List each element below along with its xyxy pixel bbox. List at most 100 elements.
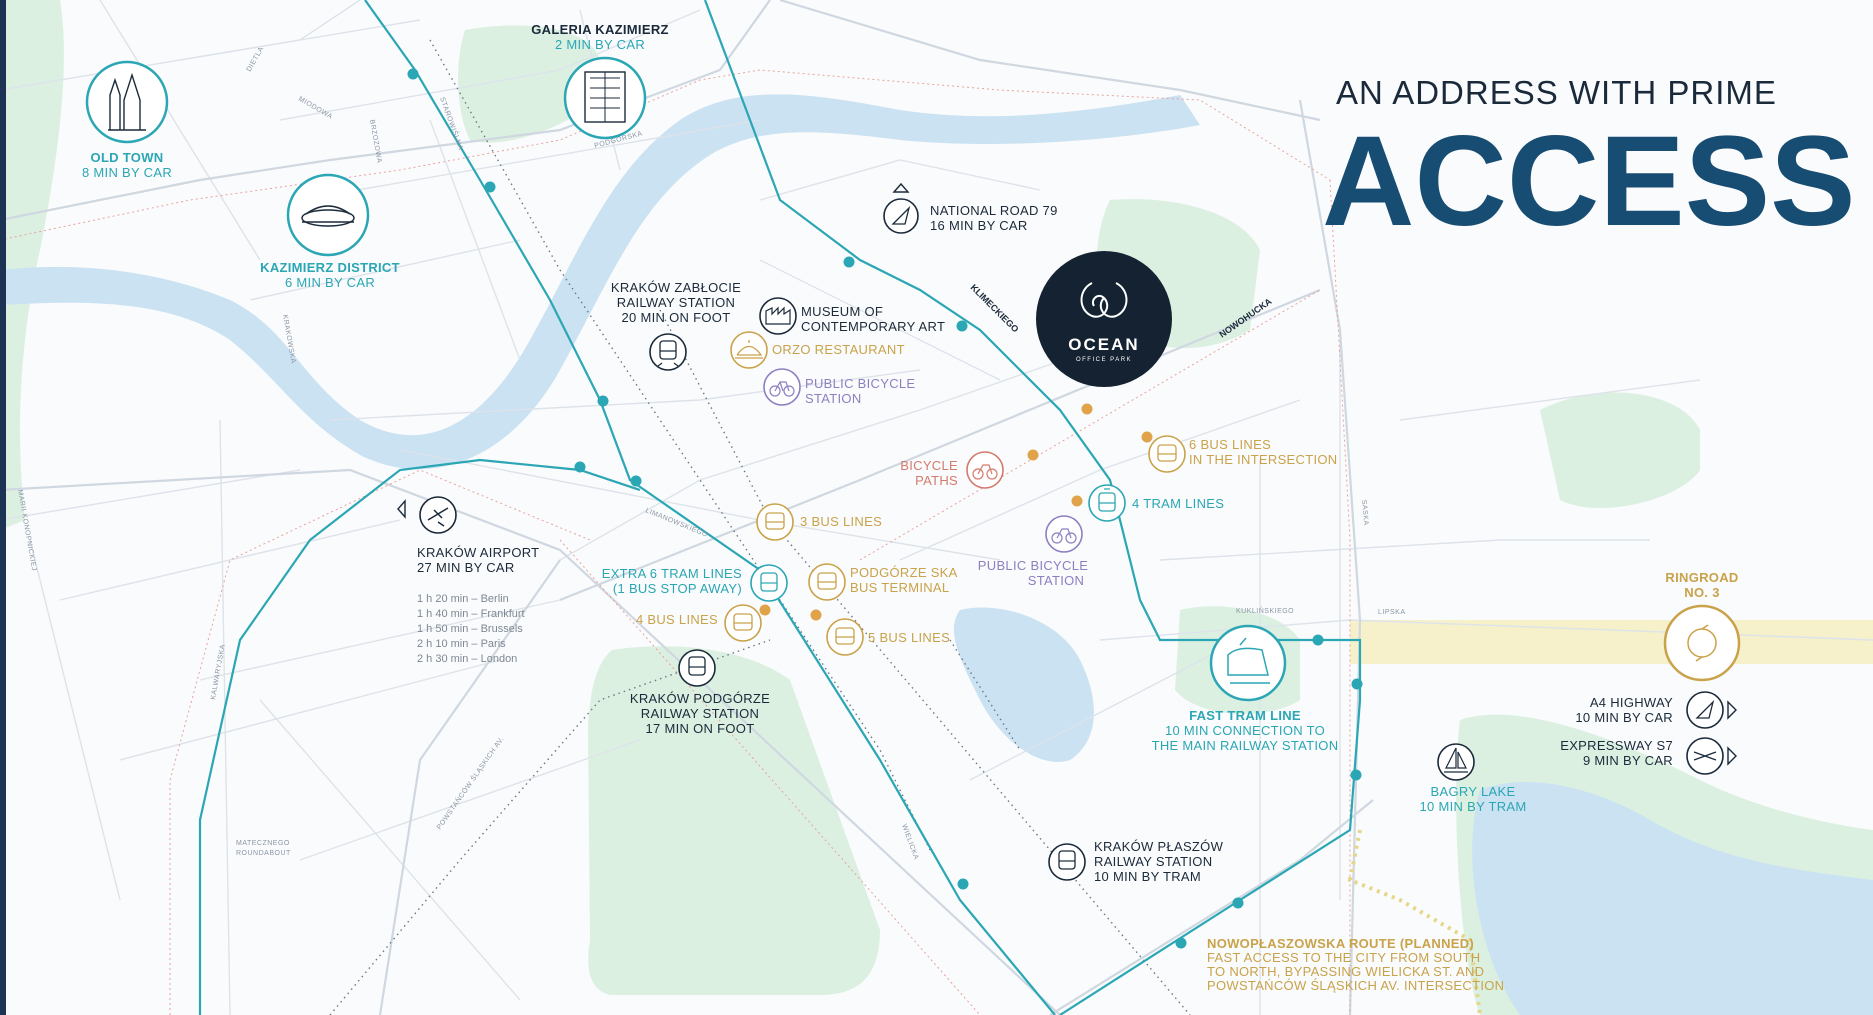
svg-text:NO. 3: NO. 3 (1684, 585, 1719, 600)
kazimierz-district-icon (286, 173, 370, 257)
flight-item: 1 h 40 min – Frankfurt (417, 608, 525, 620)
svg-text:LIPSKA: LIPSKA (1378, 609, 1406, 616)
svg-text:6 BUS LINES: 6 BUS LINES (1189, 437, 1271, 452)
zablocie-label: KRAKÓW ZABŁOCIE RAILWAY STATION 20 MIN O… (611, 280, 741, 325)
public-bicycle-icon-2 (1045, 515, 1083, 553)
svg-text:STATION: STATION (805, 391, 862, 406)
bus-terminal-icon (808, 563, 846, 601)
svg-text:FAST ACCESS TO THE CITY FROM S: FAST ACCESS TO THE CITY FROM SOUTH (1207, 950, 1480, 965)
svg-text:ROUNDABOUT: ROUNDABOUT (236, 850, 291, 857)
orzo-label: ORZO RESTAURANT (772, 342, 905, 357)
svg-text:KRAKÓW ZABŁOCIE: KRAKÓW ZABŁOCIE (611, 280, 741, 295)
podgorze-bus-label: PODGÓRZE SKA BUS TERMINAL (850, 565, 957, 595)
svg-text:A4 HIGHWAY: A4 HIGHWAY (1590, 695, 1673, 710)
svg-text:TO NORTH, BYPASSING WIELICKA S: TO NORTH, BYPASSING WIELICKA ST. AND (1207, 964, 1484, 979)
s7-label: EXPRESSWAY S7 9 MIN BY CAR (1560, 738, 1673, 768)
flight-item: 1 h 50 min – Brussels (417, 623, 523, 635)
galeria-label: GALERIA KAZIMIERZ 2 MIN BY CAR (531, 22, 669, 52)
river (0, 94, 1200, 470)
svg-text:20 MIN ON FOOT: 20 MIN ON FOOT (622, 310, 731, 325)
nowoplaszowska-label: NOWOPŁASZOWSKA ROUTE (PLANNED) FAST ACCE… (1207, 936, 1504, 993)
national-road-label: NATIONAL ROAD 79 16 MIN BY CAR (930, 203, 1058, 233)
svg-text:17 MIN ON FOOT: 17 MIN ON FOOT (646, 721, 755, 736)
svg-text:EXPRESSWAY S7: EXPRESSWAY S7 (1560, 738, 1673, 753)
tram-icon-extra-6 (750, 564, 788, 602)
public-bicycle-icon-1 (763, 368, 801, 406)
svg-text:MUSEUM OF: MUSEUM OF (801, 304, 883, 319)
svg-text:BICYCLE: BICYCLE (900, 458, 958, 473)
svg-text:THE MAIN RAILWAY STATION: THE MAIN RAILWAY STATION (1152, 738, 1339, 753)
bicycle-paths-label: BICYCLE PATHS (900, 458, 958, 488)
bagry-lake (1472, 781, 1873, 1015)
svg-text:KRAKÓW PŁASZÓW: KRAKÓW PŁASZÓW (1094, 839, 1224, 854)
ocean-office-park-logo: OCEAN OFFICE PARK (1036, 251, 1172, 387)
logo-sub: OFFICE PARK (1076, 357, 1132, 363)
national-road-icon (883, 182, 919, 234)
nowoplaszowska-planned-route (1347, 829, 1482, 1015)
district-boundaries (0, 69, 1351, 1015)
svg-text:(1 BUS STOP AWAY): (1 BUS STOP AWAY) (613, 581, 742, 596)
bus-stop-dots (759, 403, 1153, 621)
ringroad-band (1350, 620, 1873, 664)
restaurant-icon (730, 331, 768, 369)
flight-item: 2 h 30 min – London (417, 653, 517, 665)
svg-text:8 MIN BY CAR: 8 MIN BY CAR (82, 165, 172, 180)
svg-text:FAST TRAM LINE: FAST TRAM LINE (1189, 708, 1301, 723)
svg-text:2 MIN BY CAR: 2 MIN BY CAR (555, 37, 645, 52)
svg-text:10 MIN BY TRAM: 10 MIN BY TRAM (1094, 869, 1201, 884)
svg-text:9 MIN BY CAR: 9 MIN BY CAR (1583, 753, 1673, 768)
svg-text:PUBLIC BICYCLE: PUBLIC BICYCLE (805, 376, 915, 391)
svg-text:NATIONAL ROAD 79: NATIONAL ROAD 79 (930, 203, 1058, 218)
svg-text:NOWOPŁASZOWSKA ROUTE (PLANNED): NOWOPŁASZOWSKA ROUTE (PLANNED) (1207, 936, 1474, 951)
extra-tram-label: EXTRA 6 TRAM LINES (1 BUS STOP AWAY) (602, 566, 742, 596)
bus-6-label: 6 BUS LINES IN THE INTERSECTION (1189, 437, 1337, 467)
svg-text:GALERIA KAZIMIERZ: GALERIA KAZIMIERZ (531, 22, 669, 37)
tram-stops (407, 68, 1363, 949)
tram-lines (198, 0, 1362, 1015)
bicycle-paths-icon (966, 451, 1004, 489)
bus-3-label: 3 BUS LINES (800, 514, 882, 529)
svg-text:27 MIN BY CAR: 27 MIN BY CAR (417, 560, 515, 575)
svg-text:CONTEMPORARY ART: CONTEMPORARY ART (801, 319, 945, 334)
svg-text:KRAKÓW AIRPORT: KRAKÓW AIRPORT (417, 545, 539, 560)
svg-text:RAILWAY STATION: RAILWAY STATION (641, 706, 759, 721)
svg-text:RAILWAY STATION: RAILWAY STATION (617, 295, 735, 310)
bus-icon-6-lines (1148, 435, 1186, 473)
svg-text:16 MIN BY CAR: 16 MIN BY CAR (930, 218, 1028, 233)
svg-text:10 MIN BY TRAM: 10 MIN BY TRAM (1419, 799, 1526, 814)
svg-text:RAILWAY STATION: RAILWAY STATION (1094, 854, 1212, 869)
svg-text:PATHS: PATHS (915, 473, 958, 488)
zablocie-train-icon (649, 333, 687, 371)
left-edge-bar (0, 0, 6, 1015)
tram-4-label: 4 TRAM LINES (1132, 496, 1224, 511)
svg-text:MATECZNEGO: MATECZNEGO (236, 840, 290, 847)
ringroad-label: RINGROAD NO. 3 (1665, 570, 1738, 600)
fast-tram-label: FAST TRAM LINE 10 MIN CONNECTION TO THE … (1152, 708, 1339, 753)
tram-icon-4-lines (1088, 484, 1126, 522)
svg-text:SASKA: SASKA (1360, 500, 1369, 526)
ringroad-icon (1663, 604, 1741, 682)
flight-item: 2 h 10 min – Paris (417, 638, 506, 650)
svg-text:IN THE INTERSECTION: IN THE INTERSECTION (1189, 452, 1337, 467)
airport-icon (397, 496, 457, 534)
airport-label: KRAKÓW AIRPORT 27 MIN BY CAR 1 h 20 min … (417, 545, 539, 665)
svg-text:OLD TOWN: OLD TOWN (91, 150, 164, 165)
expressway-s7-icon (1686, 737, 1737, 775)
svg-text:EXTRA 6 TRAM LINES: EXTRA 6 TRAM LINES (602, 566, 742, 581)
public-bicycle-label-2: PUBLIC BICYCLE STATION (978, 558, 1088, 588)
bus-icon-4-lines (724, 604, 762, 642)
old-town-icon (85, 60, 169, 144)
old-town-label: OLD TOWN 8 MIN BY CAR (82, 150, 172, 180)
svg-text:PUBLIC BICYCLE: PUBLIC BICYCLE (978, 558, 1088, 573)
lake-zakrzowek (953, 607, 1094, 762)
bus-icon-5-lines (826, 618, 864, 656)
kazimierz-label: KAZIMIERZ DISTRICT 6 MIN BY CAR (260, 260, 400, 290)
svg-text:KAZIMIERZ DISTRICT: KAZIMIERZ DISTRICT (260, 260, 400, 275)
museum-label: MUSEUM OF CONTEMPORARY ART (801, 304, 945, 334)
svg-text:6 MIN BY CAR: 6 MIN BY CAR (285, 275, 375, 290)
svg-text:KUKLIŃSKIEGO: KUKLIŃSKIEGO (1236, 606, 1294, 615)
svg-text:RINGROAD: RINGROAD (1665, 570, 1738, 585)
svg-text:10 MIN BY CAR: 10 MIN BY CAR (1575, 710, 1673, 725)
